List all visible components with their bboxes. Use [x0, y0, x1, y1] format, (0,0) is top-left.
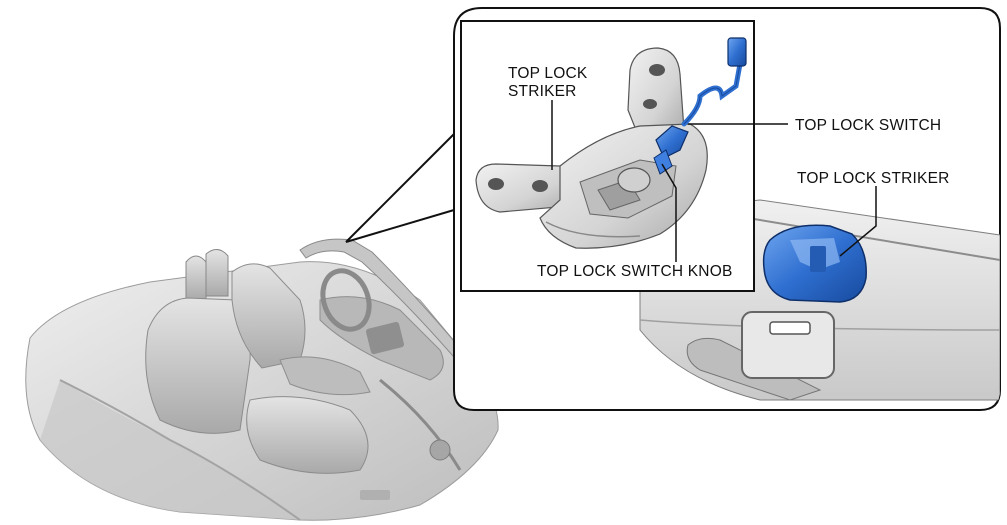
label-top-lock-striker-right: TOP LOCK STRIKER [797, 170, 950, 187]
detail-callout: TOP LOCK STRIKER TOP LOCK SWITCH TOP LOC… [345, 7, 1001, 411]
top-lock-assembly [475, 37, 747, 249]
label-top-lock-switch: TOP LOCK SWITCH [795, 117, 941, 134]
roof-latch-opening [741, 311, 835, 379]
leader-top-lock-switch-knob [661, 163, 677, 262]
label-top-lock-striker-line2: STRIKER [508, 83, 577, 100]
leader-top-lock-striker-right [839, 186, 877, 257]
callout-pointer-line-2 [345, 209, 455, 243]
label-top-lock-striker-line1: TOP LOCK [508, 65, 588, 82]
seat-rear [145, 297, 251, 434]
car-illustration [25, 238, 499, 521]
label-top-lock-switch-knob: TOP LOCK SWITCH KNOB [537, 263, 733, 280]
seat-front [231, 263, 306, 369]
callout-pointer-line-1 [345, 129, 459, 243]
switch-connector [727, 37, 747, 67]
striker-plate-vertical [627, 47, 685, 141]
steering-wheel [320, 268, 372, 332]
top-lock-switch-knob-part [653, 149, 673, 175]
striker-scene [639, 199, 1000, 401]
